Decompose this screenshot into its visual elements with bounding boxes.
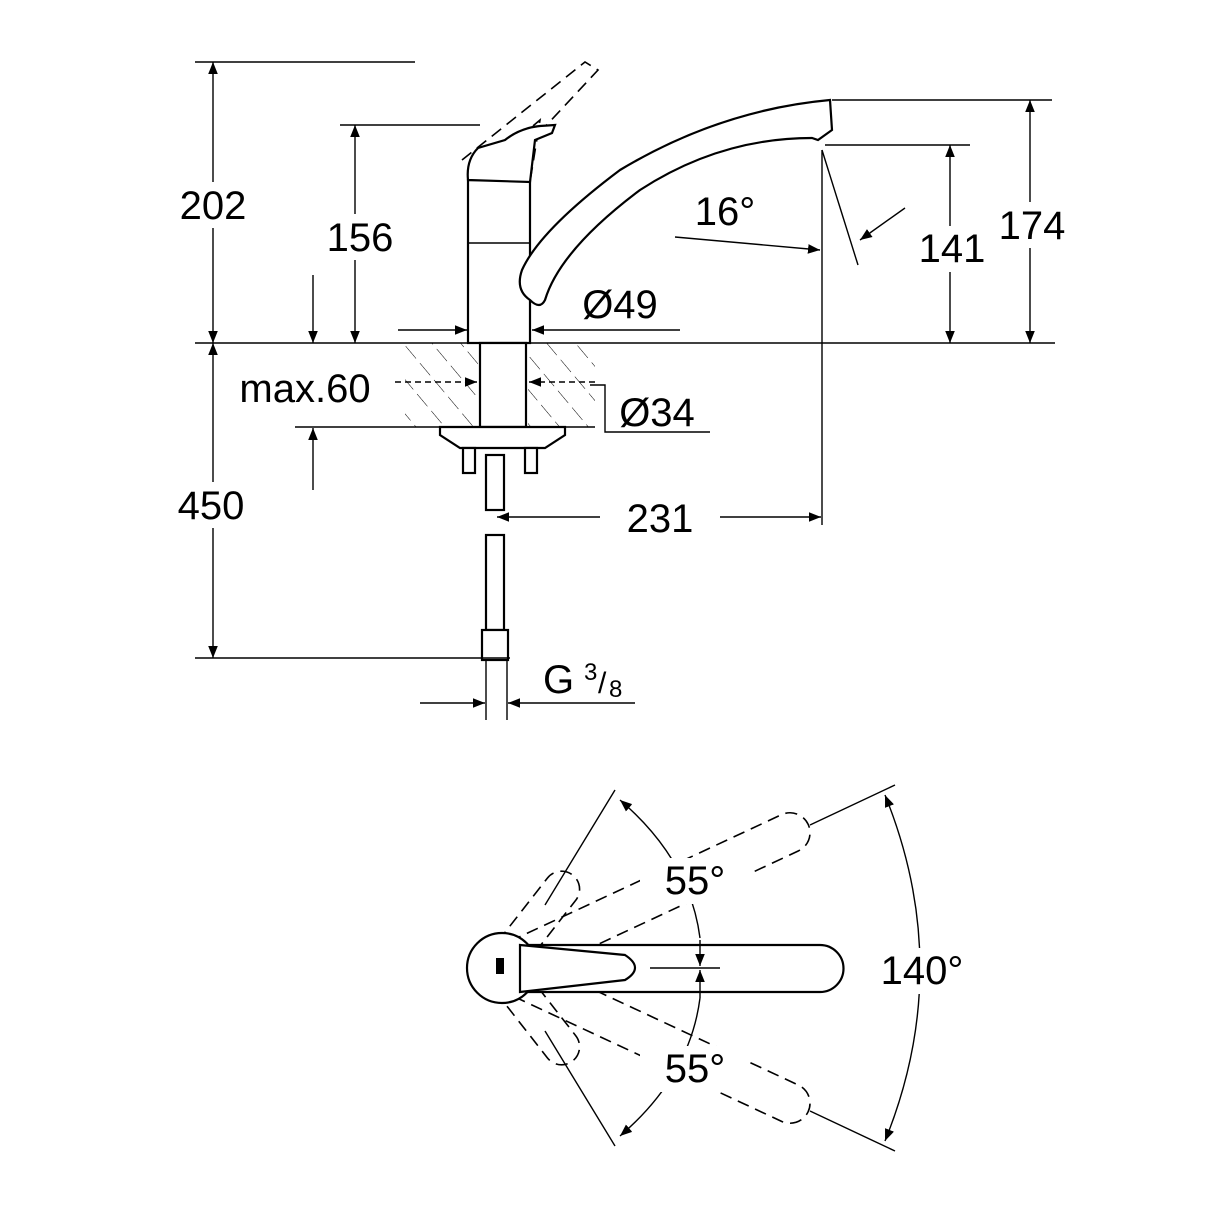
lever-position-dashed — [497, 972, 581, 1066]
hose-connector — [480, 628, 510, 662]
thread-denominator: 8 — [609, 676, 622, 703]
lever-position-dashed — [509, 812, 811, 979]
dim-connection-thread: G 3 / 8 — [543, 658, 622, 703]
raised-handle-outline — [461, 61, 600, 176]
plan-view: 55° 55° 140° — [465, 784, 985, 1152]
dim-total-height: 202 — [180, 184, 247, 228]
dim-hose-length: 450 — [178, 484, 245, 528]
lever-handle — [466, 123, 557, 184]
svg-text:/: / — [598, 667, 607, 700]
thread-prefix: G — [543, 658, 574, 702]
dim-max-thickness: max.60 — [239, 367, 370, 411]
lever-position-dashed — [509, 957, 811, 1124]
dim-spout-height: 174 — [999, 204, 1066, 248]
dim-spout-angle: 16° — [695, 190, 756, 234]
lever-position-dashed — [497, 870, 581, 964]
supply-hose — [484, 453, 506, 512]
mounting-shank — [478, 341, 528, 429]
dim-spout-reach: 231 — [627, 497, 694, 541]
swivel-up-angle: 55° — [665, 859, 726, 903]
countertop-section — [405, 343, 478, 427]
dim-outlet-height: 141 — [919, 227, 986, 271]
dim-body-diameter: Ø49 — [582, 283, 658, 327]
spout — [518, 98, 834, 307]
dim-handle-height: 156 — [327, 216, 394, 260]
faucet-body — [466, 178, 532, 345]
countertop-section — [528, 343, 595, 427]
thread-numerator: 3 — [584, 659, 597, 686]
total-swivel-angle: 140° — [881, 949, 964, 993]
dim-hole-diameter: Ø34 — [619, 391, 695, 435]
supply-hose — [484, 533, 506, 632]
side-view: 202 156 174 141 16° Ø49 — [170, 61, 1076, 720]
mounting-plate — [438, 425, 567, 450]
swivel-down-angle: 55° — [665, 1047, 726, 1091]
